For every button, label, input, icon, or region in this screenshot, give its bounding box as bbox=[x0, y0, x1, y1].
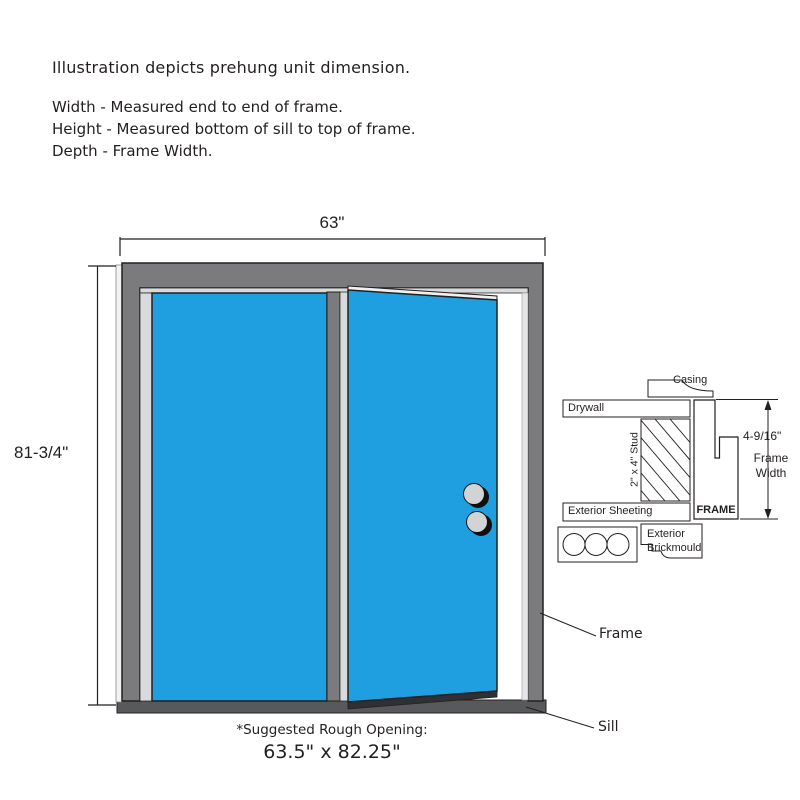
hinge-edge-strip bbox=[339, 291, 349, 702]
sill-bar bbox=[116, 699, 547, 714]
handle-knob bbox=[466, 511, 488, 533]
deadbolt-knob bbox=[463, 483, 485, 505]
frame-width-caption: Frame Width bbox=[753, 451, 789, 480]
exterior-brickmould-label: Exterior Brickmould bbox=[647, 528, 702, 554]
frame-callout-label: Frame bbox=[599, 626, 643, 642]
height-definition: Height - Measured bottom of sill to top … bbox=[52, 120, 416, 138]
left-jamb-strip bbox=[139, 292, 153, 702]
open-door-panel bbox=[347, 289, 498, 703]
rough-opening-size: 63.5" x 82.25" bbox=[263, 741, 401, 763]
rough-opening-caption: *Suggested Rough Opening: bbox=[236, 722, 428, 738]
frame-left-bevel bbox=[115, 264, 123, 703]
width-definition: Width - Measured end to end of frame. bbox=[52, 98, 343, 116]
frame-width-dimension bbox=[716, 399, 778, 520]
width-dimension-label: 63" bbox=[319, 213, 345, 232]
frame-jamb-profile bbox=[693, 399, 739, 520]
frame-leader-line bbox=[539, 612, 597, 637]
brickmould-profile bbox=[557, 526, 638, 563]
height-dimension-line bbox=[88, 265, 116, 706]
dim-arrow-down bbox=[764, 509, 772, 519]
right-jamb-bevel bbox=[521, 292, 529, 701]
width-dimension-line bbox=[119, 237, 546, 256]
stud-hatching bbox=[641, 419, 690, 501]
sill-callout-label: Sill bbox=[598, 719, 619, 735]
sill-leader-line bbox=[525, 706, 595, 729]
drywall-bar bbox=[562, 399, 691, 418]
center-mullion bbox=[326, 291, 341, 702]
illustration-title: Illustration depicts prehung unit dimens… bbox=[52, 58, 411, 77]
drywall-label: Drywall bbox=[568, 402, 605, 414]
brickmould-label-plate bbox=[640, 523, 703, 559]
casing-label: Casing bbox=[673, 374, 708, 386]
frame-width-value: 4-9/16" bbox=[743, 429, 782, 443]
frame-profile-label: FRAME bbox=[696, 504, 736, 516]
brickmould-circle bbox=[606, 533, 630, 556]
fixed-door-panel bbox=[151, 292, 328, 702]
brickmould-circle bbox=[584, 533, 608, 556]
height-dimension-label: 81-3/4" bbox=[14, 443, 69, 462]
depth-definition: Depth - Frame Width. bbox=[52, 142, 213, 160]
brickmould-circle bbox=[562, 533, 586, 556]
stud-label: 2" x 4" Stud bbox=[628, 432, 641, 487]
exterior-sheeting-label: Exterior Sheeting bbox=[568, 505, 653, 517]
dim-arrow-up bbox=[764, 400, 772, 410]
rough-opening-note: *Suggested Rough Opening: 63.5" x 82.25" bbox=[198, 722, 466, 763]
exterior-sheeting-bar bbox=[562, 502, 691, 522]
casing-profile bbox=[647, 379, 714, 398]
